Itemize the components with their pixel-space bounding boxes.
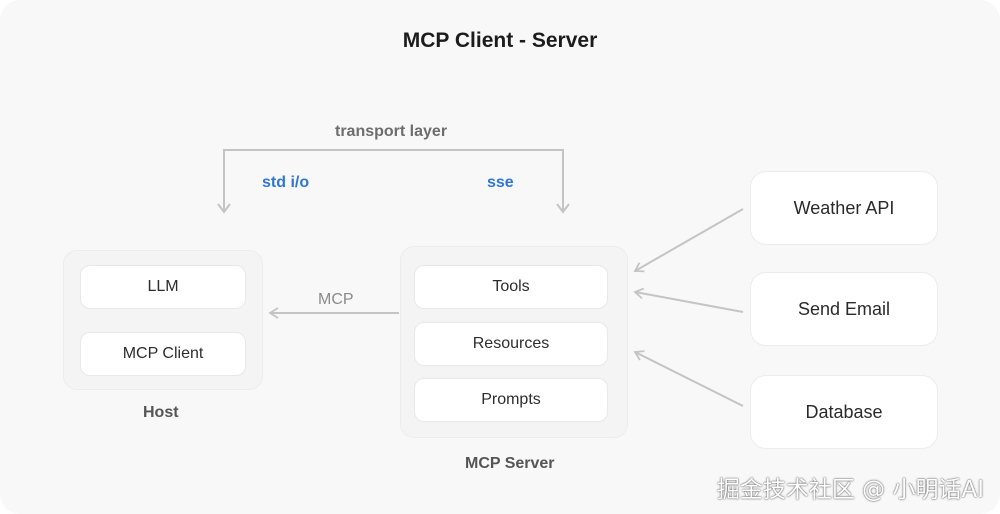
server-item-prompts: Prompts — [414, 378, 608, 422]
database-to-server-arrow — [633, 350, 744, 407]
mcp-server-label: MCP Server — [465, 455, 555, 472]
llm-card: LLM — [80, 265, 246, 309]
send-email-card: Send Email — [750, 272, 938, 346]
transport-left-arrowhead — [217, 203, 231, 214]
transport-bracket-arrow — [223, 149, 564, 212]
weather-api-card: Weather API — [750, 171, 938, 245]
server-item-resources: Resources — [414, 322, 608, 366]
watermark-text: 掘金技术社区 @ 小明话AI — [716, 477, 984, 503]
host-label: Host — [143, 404, 179, 421]
mcp-client-card: MCP Client — [80, 332, 246, 376]
std-io-label: std i/o — [262, 174, 310, 191]
email-to-server-arrow — [633, 287, 744, 313]
sse-label: sse — [487, 174, 514, 191]
transport-layer-label: transport layer — [335, 123, 448, 140]
transport-right-arrowhead — [556, 203, 570, 214]
server-item-tools: Tools — [414, 265, 608, 309]
weather-to-server-arrow — [633, 208, 744, 273]
diagram-title: MCP Client - Server — [402, 29, 598, 52]
database-card: Database — [750, 375, 938, 449]
mcp-edge-label: MCP — [318, 291, 354, 308]
